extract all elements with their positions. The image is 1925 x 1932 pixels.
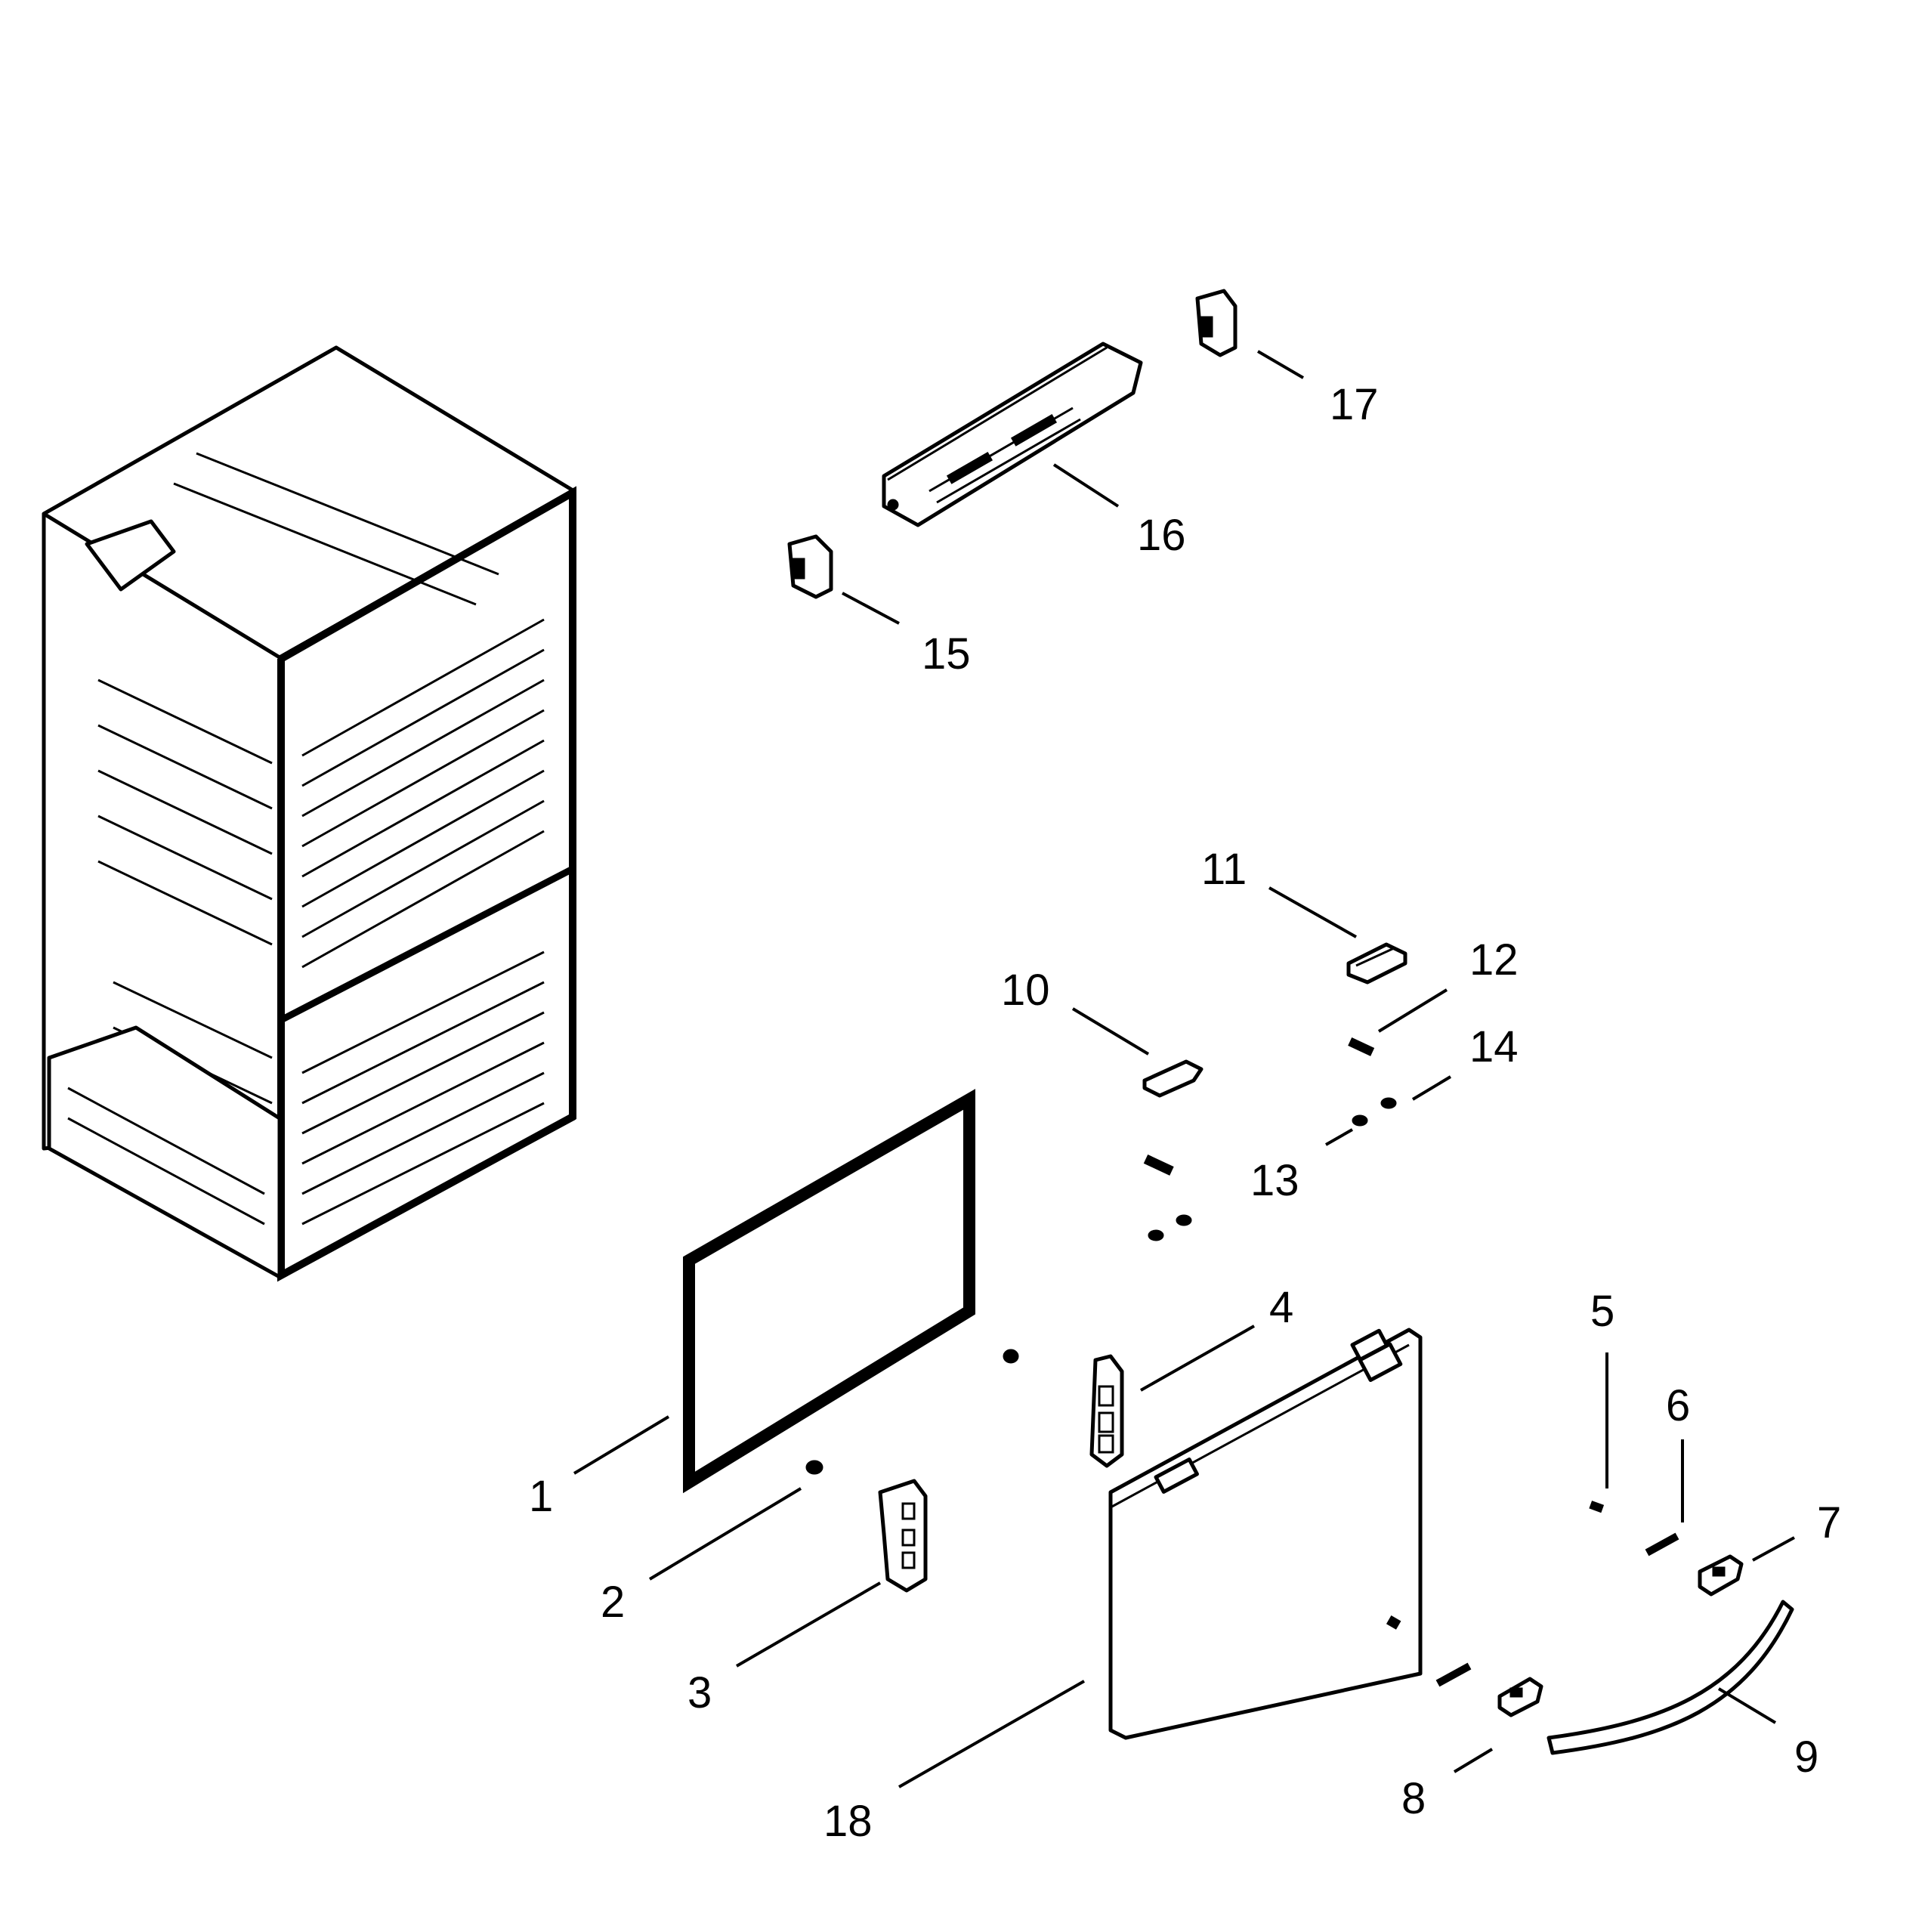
part-1-gasket bbox=[683, 1089, 975, 1494]
part-8-handle-cap-left bbox=[1435, 1662, 1543, 1717]
part-4-hinge-lower-right bbox=[1089, 1354, 1124, 1468]
callout-12: 12 bbox=[1469, 935, 1519, 985]
callout-3: 3 bbox=[688, 1668, 712, 1717]
callout-5: 5 bbox=[1590, 1287, 1614, 1336]
part-9-handle bbox=[1546, 1600, 1794, 1755]
hinge-hardware-left bbox=[1003, 1155, 1192, 1364]
part-3-hinge-lower-left bbox=[878, 1479, 928, 1593]
callout-11: 11 bbox=[1201, 845, 1247, 894]
part-13-14-hardware-upper bbox=[1352, 1097, 1397, 1127]
callout-6: 6 bbox=[1666, 1381, 1690, 1430]
part-10-cover bbox=[1142, 1059, 1204, 1098]
callout-7: 7 bbox=[1817, 1498, 1841, 1547]
callout-2: 2 bbox=[601, 1578, 625, 1627]
part-17-end-cap-right bbox=[1195, 289, 1238, 357]
part-18-freezer-door bbox=[1108, 1328, 1423, 1740]
callout-16: 16 bbox=[1137, 511, 1186, 560]
callout-4: 4 bbox=[1269, 1283, 1293, 1332]
callout-18: 18 bbox=[823, 1797, 873, 1846]
callout-9: 9 bbox=[1794, 1733, 1818, 1782]
callout-labels: 17 16 15 11 12 10 14 13 1 2 3 4 5 6 7 8 … bbox=[529, 380, 1841, 1846]
part-6-pin bbox=[1645, 1532, 1679, 1556]
refrigerator-cabinet bbox=[42, 345, 576, 1282]
leader-lines bbox=[573, 350, 1795, 1788]
callout-1: 1 bbox=[529, 1472, 553, 1521]
callout-15: 15 bbox=[922, 629, 971, 679]
part-7-handle-cap-right bbox=[1698, 1554, 1744, 1597]
part-15-end-cap-left bbox=[787, 534, 833, 599]
callout-14: 14 bbox=[1469, 1022, 1519, 1071]
callout-17: 17 bbox=[1330, 380, 1379, 429]
part-16-door-shelf bbox=[882, 342, 1143, 527]
callout-13: 13 bbox=[1250, 1156, 1299, 1205]
part-11-cover-upper bbox=[1346, 942, 1407, 985]
callout-10: 10 bbox=[1001, 966, 1050, 1015]
callout-8: 8 bbox=[1401, 1774, 1426, 1823]
part-2-bushing bbox=[805, 1460, 823, 1475]
part-12-screw-upper bbox=[1348, 1037, 1375, 1056]
cabinet-ribs bbox=[97, 452, 545, 1226]
part-5-screw bbox=[1589, 1501, 1605, 1513]
